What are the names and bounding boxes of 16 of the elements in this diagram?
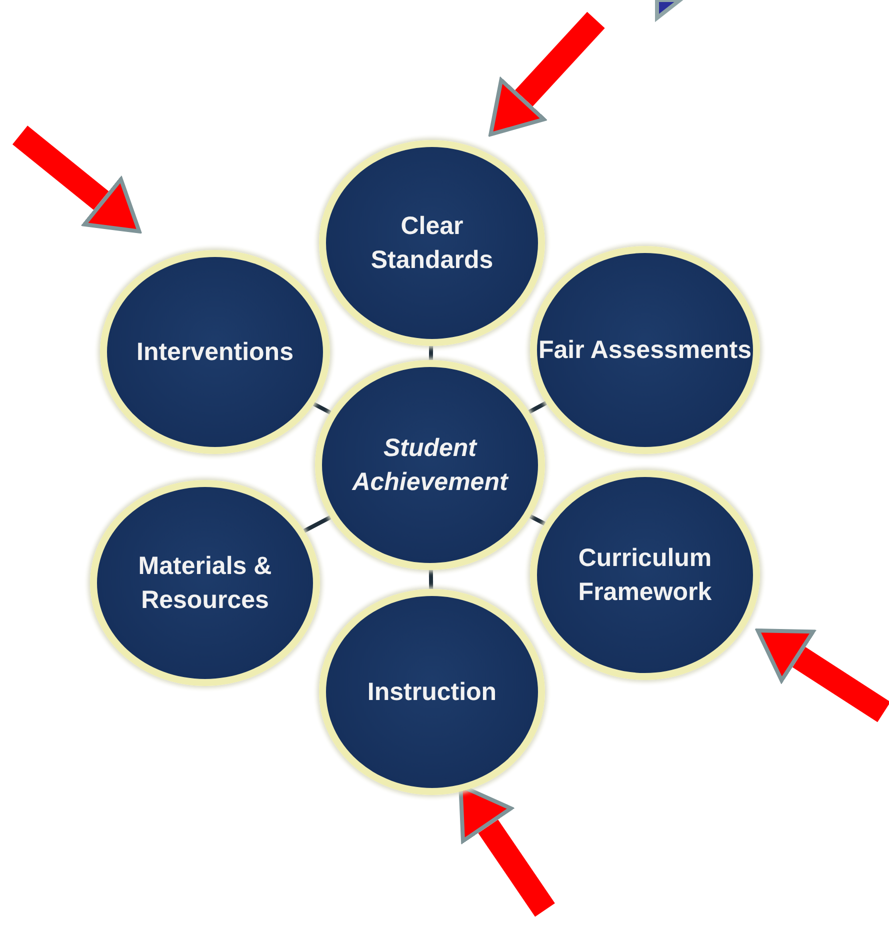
connector-line [428, 346, 434, 360]
node-label: Instruction [367, 677, 497, 708]
node-label: Clear Standards [370, 211, 494, 276]
arrow [12, 126, 142, 234]
connector-line [529, 514, 546, 526]
node-label: Fair Assessments [538, 335, 752, 366]
arrow [488, 12, 605, 136]
arrow [756, 628, 889, 722]
connector-line [303, 516, 332, 533]
node-label: Curriculum Framework [577, 543, 713, 608]
connector-line [428, 570, 434, 590]
node-label: Materials & Resources [137, 551, 273, 616]
connector-line [313, 402, 332, 414]
node-label: Interventions [136, 337, 294, 368]
node-label: Student Achievement [350, 433, 510, 498]
connector-line [528, 401, 547, 414]
